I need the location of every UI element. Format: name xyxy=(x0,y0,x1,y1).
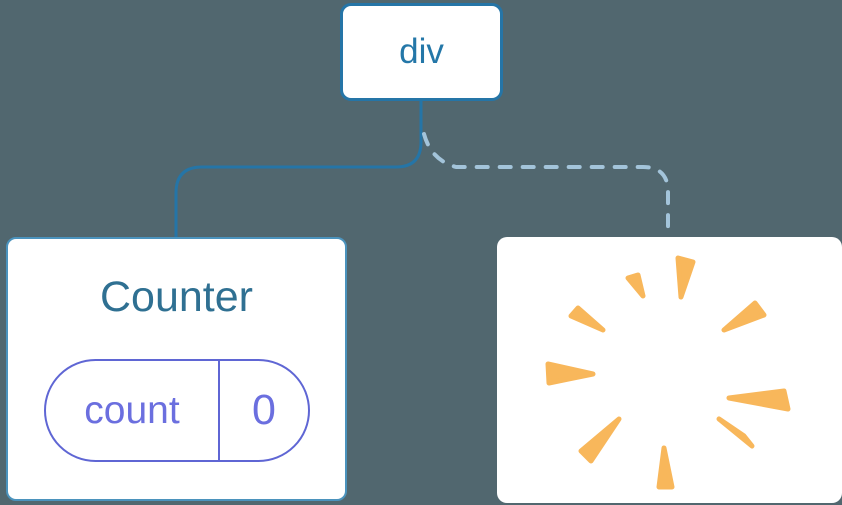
counter-component-title: Counter xyxy=(100,273,253,321)
counter-component-card: Counter count 0 xyxy=(6,237,347,501)
poof-starburst-icon xyxy=(545,255,791,490)
root-node-label: div xyxy=(399,32,444,71)
root-node-div: div xyxy=(340,3,503,101)
state-pill: count 0 xyxy=(44,359,310,462)
connector-removed-child xyxy=(422,132,670,240)
removed-component-card xyxy=(497,237,842,503)
state-key-label: count xyxy=(46,361,220,460)
state-value-label: 0 xyxy=(252,386,276,434)
connector-kept-child xyxy=(174,99,423,240)
